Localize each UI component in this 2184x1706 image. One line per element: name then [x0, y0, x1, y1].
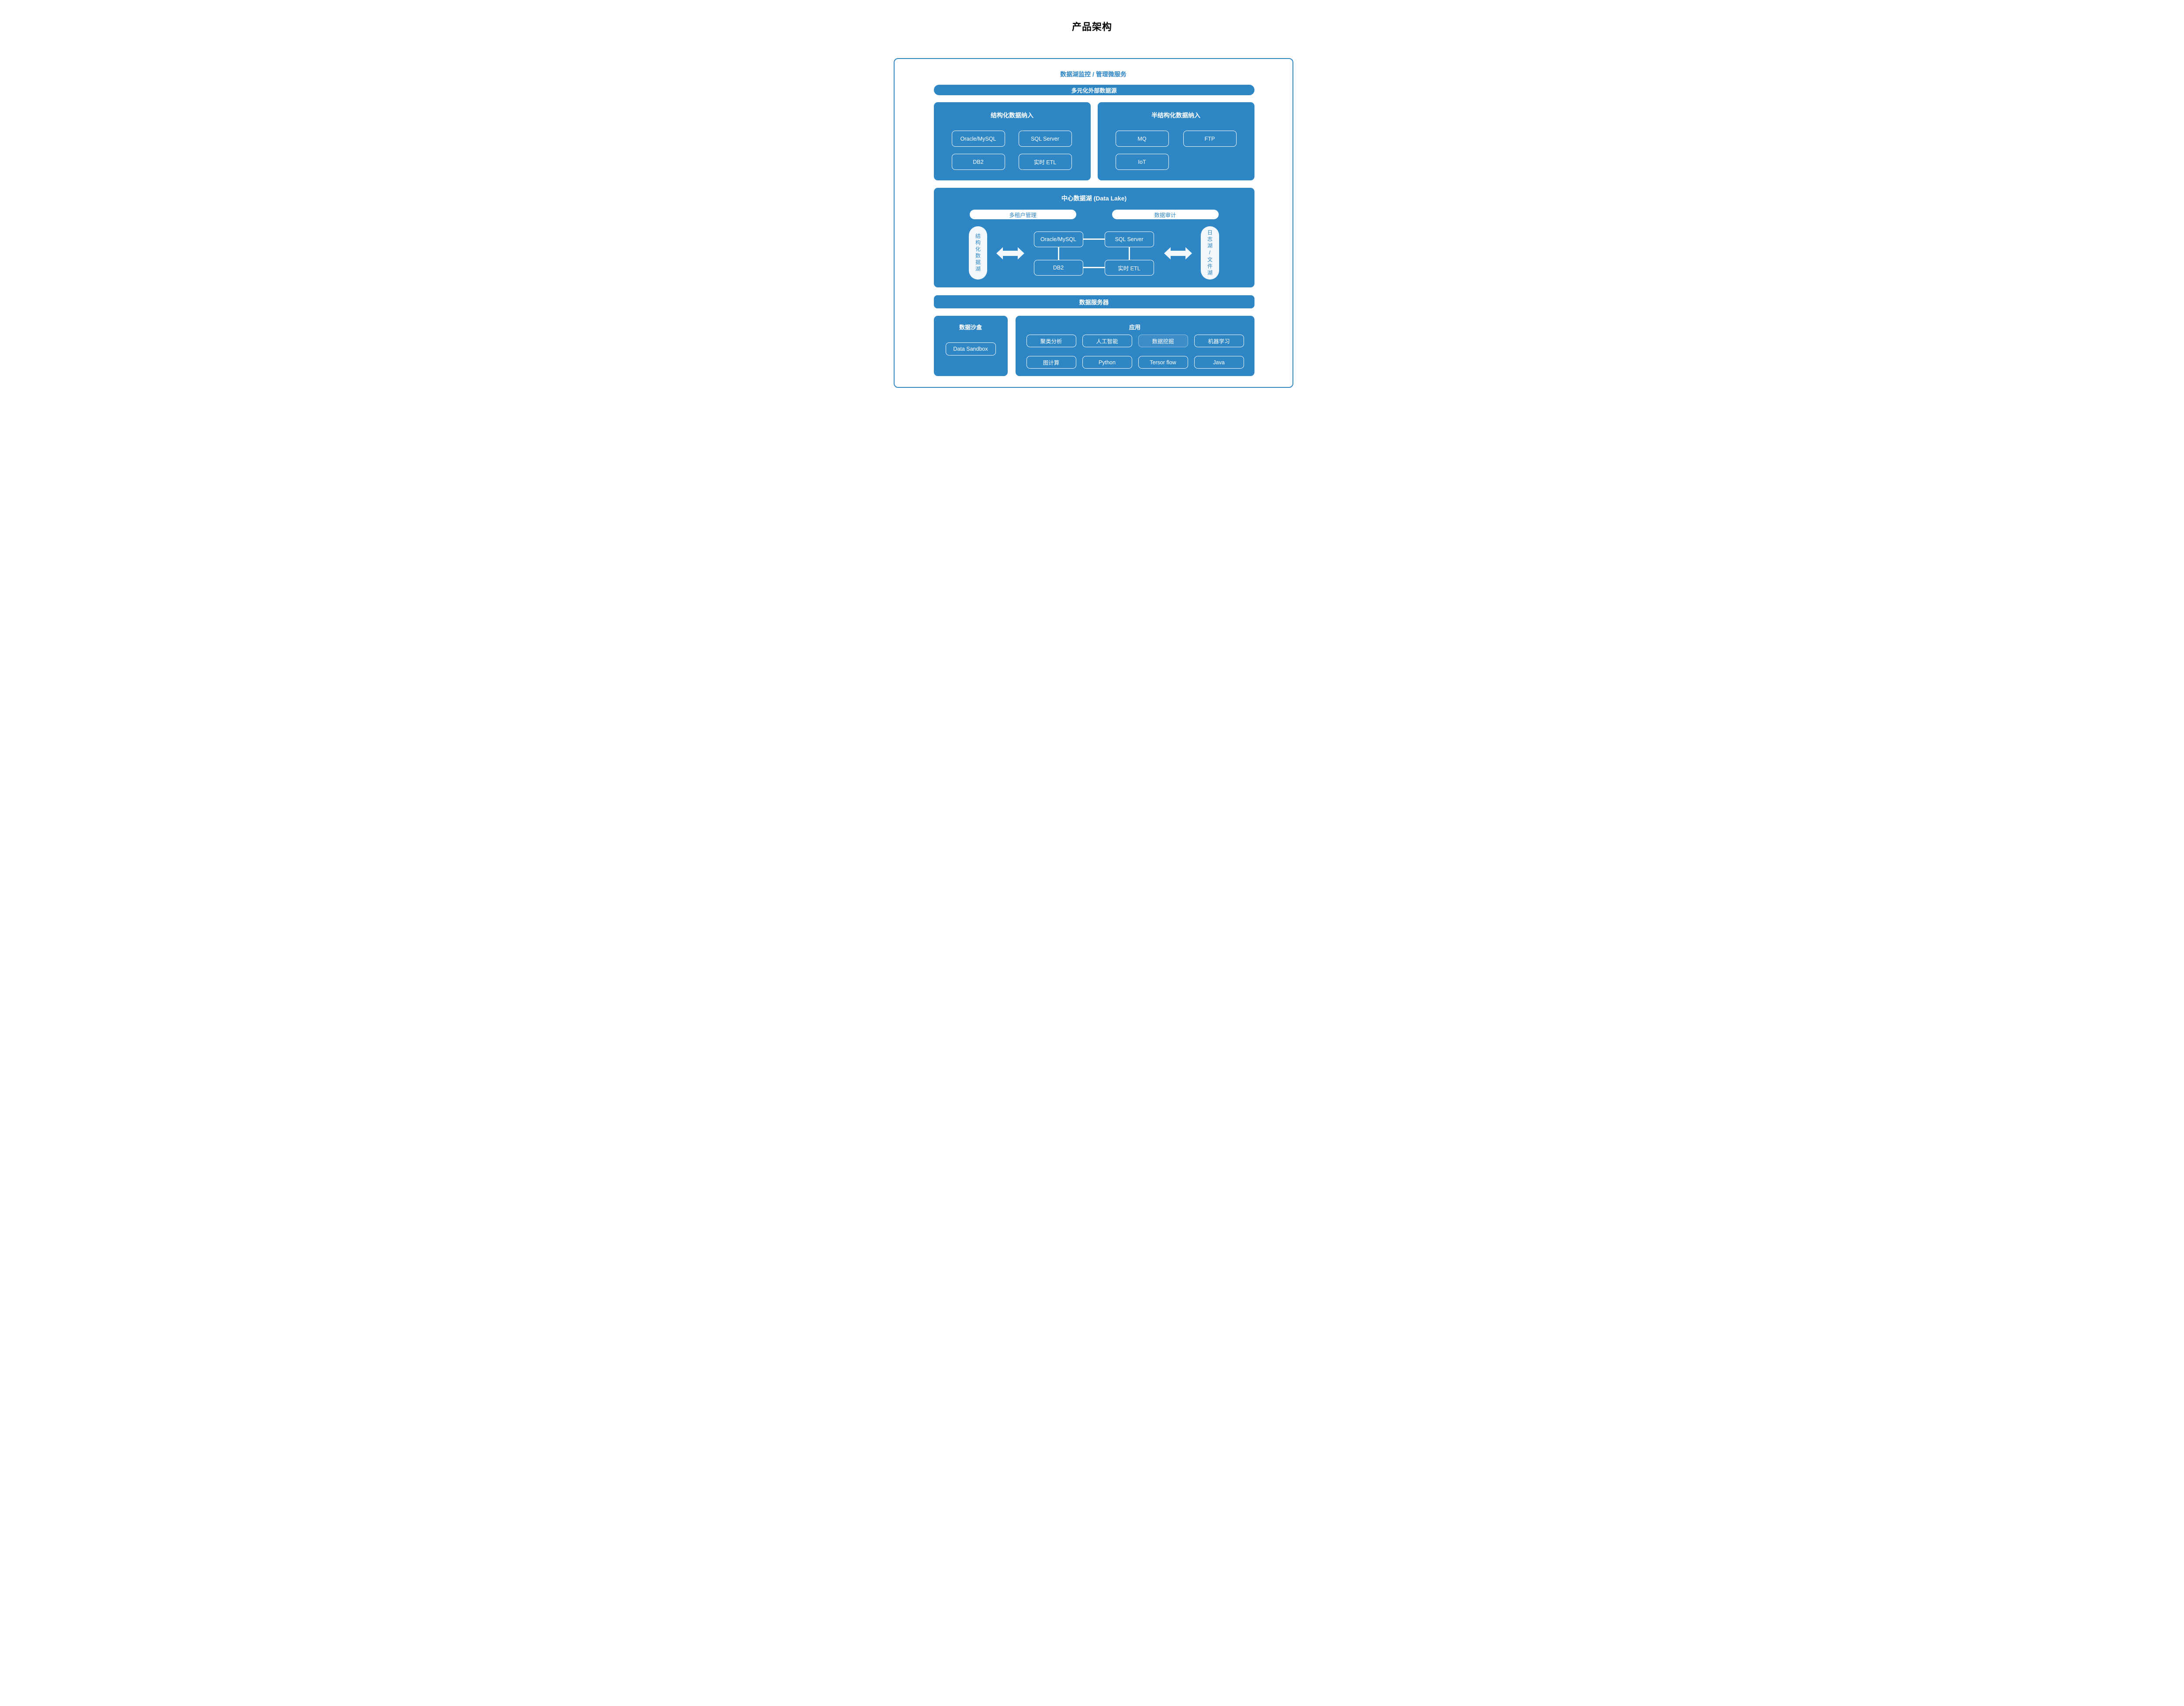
- connector-line: [1057, 247, 1059, 260]
- lake-node-db2: DB2: [1033, 260, 1083, 276]
- log-file-lake-pill: 日志湖/文件湖: [1200, 226, 1219, 280]
- page: 产品架构 数据湖监控 / 管理微服务 多元化外部数据源 结构化数据纳入 Orac…: [750, 0, 1434, 417]
- semi-pill-iot: IoT: [1115, 154, 1169, 170]
- data-audit-pill: 数据审计: [1112, 210, 1219, 219]
- structured-pill-oracle-mysql: Oracle/MySQL: [951, 131, 1005, 147]
- lake-node-sql-server: SQL Server: [1104, 231, 1154, 247]
- applications-title: 应用: [1129, 324, 1140, 331]
- page-title: 产品架构: [1071, 21, 1112, 32]
- structured-pill-sql-server: SQL Server: [1018, 131, 1072, 147]
- app-pill-artificial-intelligence: 人工智能: [1082, 335, 1132, 347]
- data-lake-box: 中心数据湖 (Data Lake) 多租户管理 数据审计 结构化数据湖 日志湖/…: [933, 188, 1254, 287]
- data-sandbox-title: 数据沙盒: [959, 324, 982, 331]
- app-pill-cluster-analysis: 聚类分析: [1026, 335, 1076, 347]
- connector-line: [1083, 238, 1105, 240]
- data-sandbox-pill: Data Sandbox: [945, 342, 996, 356]
- tenant-management-pill: 多租户管理: [969, 210, 1076, 219]
- app-pill-machine-learning: 机器学习: [1194, 335, 1244, 347]
- structured-ingest-title: 结构化数据纳入: [991, 112, 1033, 119]
- app-pill-python: Python: [1082, 356, 1132, 369]
- semi-structured-ingest-box: 半结构化数据纳入 MQ FTP IoT: [1097, 102, 1254, 180]
- semi-pill-ftp: FTP: [1183, 131, 1237, 147]
- lake-node-realtime-etl: 实时 ETL: [1104, 260, 1154, 276]
- connector-line: [1083, 267, 1105, 268]
- data-server-bar: 数据服务器: [933, 295, 1254, 308]
- app-pill-tersor-flow: Tersor flow: [1138, 356, 1188, 369]
- applications-box: 应用 聚类分析 人工智能 数据挖掘 机器学习 图计算 Python Tersor…: [1015, 316, 1254, 376]
- app-pill-java: Java: [1194, 356, 1244, 369]
- architecture-frame: 数据湖监控 / 管理微服务 多元化外部数据源 结构化数据纳入 Oracle/My…: [893, 58, 1293, 388]
- app-pill-data-mining: 数据挖掘: [1138, 335, 1188, 347]
- semi-structured-ingest-title: 半结构化数据纳入: [1151, 112, 1200, 119]
- structured-ingest-box: 结构化数据纳入 Oracle/MySQL SQL Server DB2 实时 E…: [933, 102, 1091, 180]
- bidirectional-arrow-icon: [1164, 247, 1192, 259]
- data-sandbox-box: 数据沙盒 Data Sandbox: [933, 316, 1008, 376]
- external-data-sources-bar: 多元化外部数据源: [933, 85, 1254, 95]
- connector-line: [1128, 247, 1130, 260]
- bidirectional-arrow-icon: [996, 247, 1024, 259]
- app-pill-graph-computing: 图计算: [1026, 356, 1076, 369]
- semi-pill-mq: MQ: [1115, 131, 1169, 147]
- frame-subtitle: 数据湖监控 / 管理微服务: [1060, 71, 1127, 78]
- structured-pill-realtime-etl: 实时 ETL: [1018, 154, 1072, 170]
- lake-node-oracle-mysql: Oracle/MySQL: [1033, 231, 1083, 247]
- structured-data-lake-pill: 结构化数据湖: [968, 226, 987, 280]
- data-lake-title: 中心数据湖 (Data Lake): [1061, 195, 1127, 202]
- structured-pill-db2: DB2: [951, 154, 1005, 170]
